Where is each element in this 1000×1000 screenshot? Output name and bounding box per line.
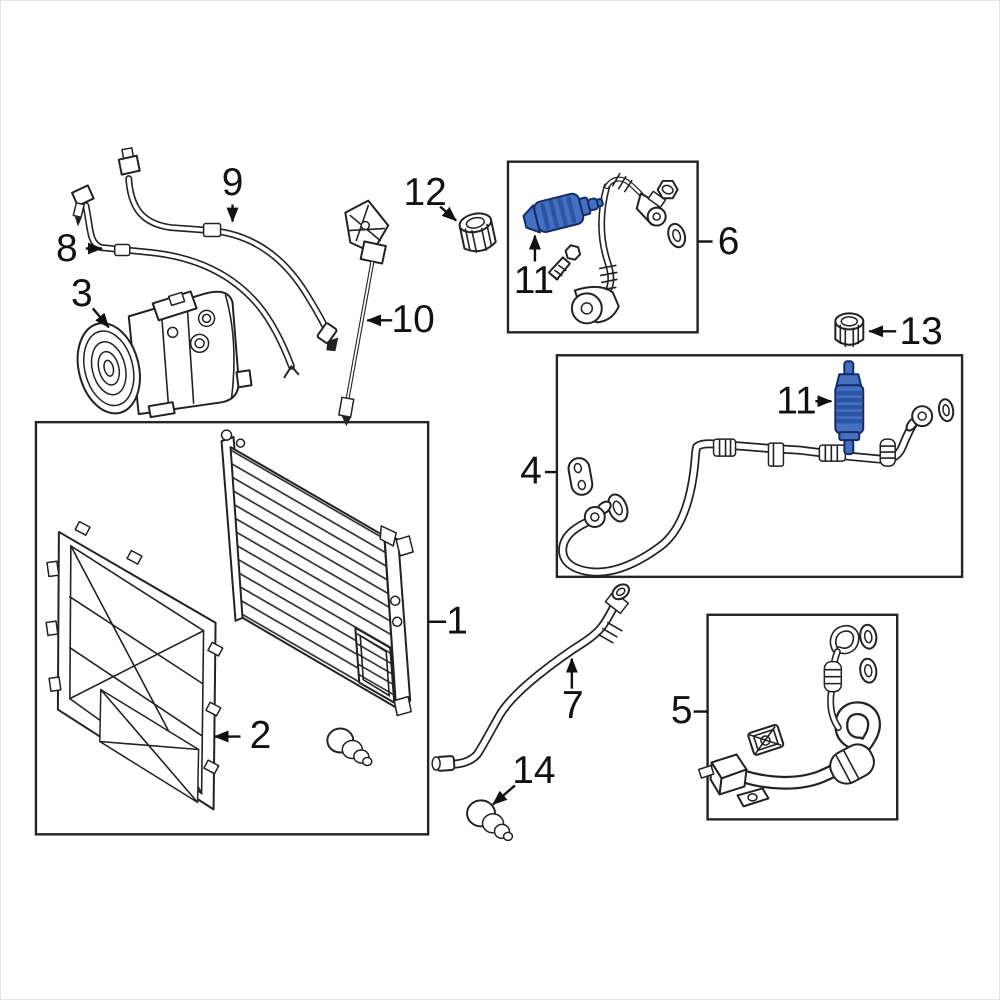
suction-hose-7 bbox=[431, 583, 631, 772]
hose-8-clamp bbox=[114, 243, 131, 257]
hose-9-connector bbox=[117, 154, 141, 176]
callout-5: 5 bbox=[671, 689, 693, 732]
hose-5-clamp-plate bbox=[747, 723, 785, 756]
discharge-hose-assembly-6 bbox=[522, 172, 687, 325]
ac-condenser-1 bbox=[220, 429, 414, 717]
callout-7: 7 bbox=[562, 684, 584, 727]
leader-arrow-3 bbox=[91, 307, 110, 329]
hose-8-end-fork bbox=[283, 365, 300, 379]
callout-11-top: 11 bbox=[514, 259, 554, 302]
compressor-lug bbox=[235, 369, 253, 389]
service-valve-cap-12 bbox=[458, 212, 497, 253]
refrigerant-line-8 bbox=[71, 184, 300, 379]
compressor-bolt bbox=[166, 326, 179, 339]
line-4-coupling bbox=[712, 438, 737, 457]
callout-labels: 9 8 3 12 11 6 10 13 11 4 1 2 7 14 5 bbox=[56, 161, 943, 792]
leader-arrow-14 bbox=[492, 784, 516, 806]
compressor-port bbox=[201, 313, 212, 324]
callout-6: 6 bbox=[718, 220, 740, 263]
hose-5-muffler bbox=[829, 743, 875, 785]
compressor-port bbox=[194, 338, 205, 349]
callout-14: 14 bbox=[512, 749, 555, 792]
hose-8-pin bbox=[72, 202, 85, 219]
callout-2: 2 bbox=[250, 714, 272, 757]
receiver-drier-11-highlighted bbox=[834, 360, 865, 456]
service-valve-cap-13 bbox=[834, 312, 865, 348]
hose-9-clamp bbox=[202, 222, 222, 238]
callout-12: 12 bbox=[404, 171, 447, 214]
callout-1: 1 bbox=[446, 599, 468, 642]
callout-9: 9 bbox=[222, 161, 244, 204]
leader-arrow-12 bbox=[439, 205, 457, 222]
liquid-line-assembly-4 bbox=[558, 360, 955, 577]
hose-8-connector bbox=[71, 184, 95, 207]
grommet-plug-14 bbox=[466, 799, 514, 842]
callout-10: 10 bbox=[392, 298, 435, 341]
fan-shroud-2 bbox=[45, 520, 224, 811]
hose-assembly-5 bbox=[697, 623, 881, 808]
hose-9-end-tip bbox=[326, 337, 339, 352]
callout-4: 4 bbox=[520, 450, 542, 493]
callout-13: 13 bbox=[900, 310, 943, 353]
o-ring-seal bbox=[859, 657, 878, 684]
hose-9-end-fitting bbox=[316, 322, 338, 345]
refrigerant-line-9 bbox=[117, 147, 339, 352]
callout-3: 3 bbox=[71, 272, 93, 315]
o-ring-seal bbox=[607, 493, 629, 523]
callout-11-mid: 11 bbox=[776, 380, 816, 423]
leader-lines bbox=[85, 204, 897, 806]
callout-8: 8 bbox=[56, 227, 78, 270]
line-4-clamp bbox=[767, 442, 785, 467]
sensor-bracket-10 bbox=[338, 199, 390, 427]
group-box-4 bbox=[555, 354, 964, 579]
mounting-bolt bbox=[547, 244, 582, 281]
expansion-valve-11-highlighted bbox=[522, 192, 604, 234]
o-ring-seal bbox=[937, 398, 955, 423]
drain-plug bbox=[326, 727, 373, 767]
o-ring-seal bbox=[859, 623, 878, 650]
o-ring-seal bbox=[667, 222, 687, 249]
line-4-coupling bbox=[818, 444, 847, 462]
